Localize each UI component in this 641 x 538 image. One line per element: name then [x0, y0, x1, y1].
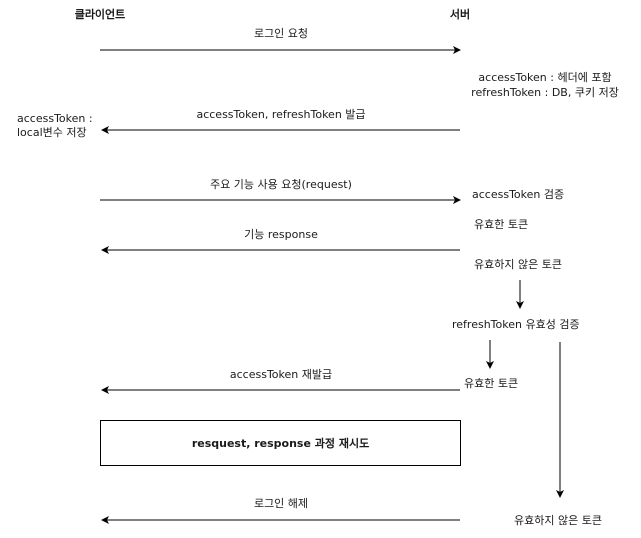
actor-server: 서버	[449, 8, 471, 21]
message-access-reissue: accessToken 재발급	[229, 368, 333, 381]
note-server-storage-2: refreshToken : DB, 쿠키 저장	[471, 86, 619, 99]
message-feature-response: 기능 response	[244, 228, 318, 241]
note-invalid-token-2: 유효하지 않은 토큰	[514, 514, 602, 527]
note-refresh-verify: refreshToken 유효성 검증	[452, 318, 580, 331]
message-feature-request: 주요 기능 사용 요청(request)	[210, 178, 352, 191]
retry-box-label: resquest, response 과정 재시도	[191, 437, 370, 450]
actor-client: 클라이언트	[74, 8, 126, 21]
note-invalid-token-1: 유효하지 않은 토큰	[474, 258, 562, 271]
message-logout: 로그인 해제	[253, 497, 309, 510]
note-valid-token-1: 유효한 토큰	[474, 218, 529, 231]
retry-box: resquest, response 과정 재시도	[100, 420, 461, 466]
note-server-storage-1: accessToken : 헤더에 포함	[478, 71, 612, 84]
note-client-storage-2: local변수 저장	[17, 126, 87, 139]
note-valid-token-2: 유효한 토큰	[464, 377, 519, 390]
note-client-storage-1: accessToken :	[17, 112, 93, 125]
note-access-verify: accessToken 검증	[472, 188, 565, 201]
message-token-issue: accessToken, refreshToken 발급	[196, 108, 366, 121]
message-login-request: 로그인 요청	[253, 27, 309, 40]
